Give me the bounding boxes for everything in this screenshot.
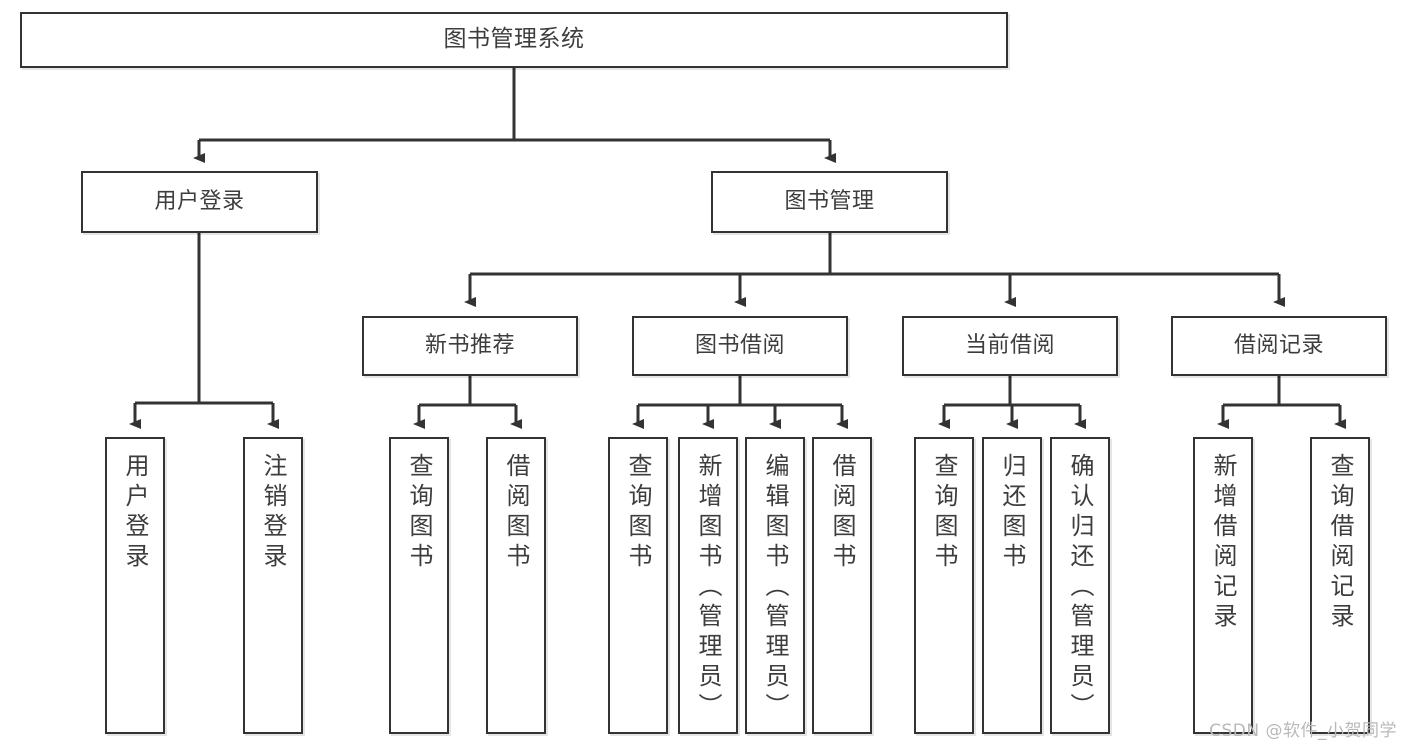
node-leaf-add-record[interactable]: 新增借阅记录 (1193, 437, 1253, 734)
node-new-book-rec[interactable]: 新书推荐 (362, 316, 578, 376)
node-label: 图书管理系统 (443, 26, 585, 53)
node-leaf-query-book-3[interactable]: 查询图书 (914, 437, 974, 734)
node-label: 借阅图书 (502, 453, 530, 573)
node-leaf-logout[interactable]: 注销登录 (243, 437, 303, 734)
node-leaf-add-book[interactable]: 新增图书（管理员） (678, 437, 738, 734)
node-leaf-query-record[interactable]: 查询借阅记录 (1310, 437, 1370, 734)
node-label: 图书管理 (784, 189, 875, 215)
node-leaf-return-book[interactable]: 归还图书 (982, 437, 1042, 734)
node-root[interactable]: 图书管理系统 (20, 12, 1008, 68)
node-leaf-borrow-book-2[interactable]: 借阅图书 (812, 437, 872, 734)
node-label: 用户登录 (154, 189, 245, 215)
node-book-manage[interactable]: 图书管理 (711, 171, 948, 233)
node-label: 确认归还（管理员） (1066, 453, 1094, 723)
node-label: 编辑图书（管理员） (761, 453, 789, 723)
node-leaf-query-book-2[interactable]: 查询图书 (608, 437, 668, 734)
node-label: 当前借阅 (964, 333, 1055, 359)
node-leaf-user-login[interactable]: 用户登录 (105, 437, 165, 734)
node-user-login[interactable]: 用户登录 (81, 171, 318, 233)
csdn-watermark: CSDN @软件_小贺同学 (1209, 721, 1397, 741)
node-book-borrow[interactable]: 图书借阅 (632, 316, 848, 376)
node-label: 新书推荐 (424, 333, 515, 359)
node-label: 查询图书 (405, 453, 433, 573)
node-label: 用户登录 (121, 453, 149, 573)
node-label: 图书借阅 (694, 333, 785, 359)
node-label: 借阅记录 (1233, 333, 1324, 359)
node-borrow-record[interactable]: 借阅记录 (1171, 316, 1387, 376)
node-label: 借阅图书 (828, 453, 856, 573)
node-label: 查询图书 (624, 453, 652, 573)
node-leaf-edit-book[interactable]: 编辑图书（管理员） (745, 437, 805, 734)
node-label: 归还图书 (998, 453, 1026, 573)
node-leaf-borrow-book-1[interactable]: 借阅图书 (486, 437, 546, 734)
node-label: 新增借阅记录 (1209, 453, 1237, 633)
node-leaf-confirm-return[interactable]: 确认归还（管理员） (1050, 437, 1110, 734)
node-label: 注销登录 (259, 453, 287, 573)
node-label: 查询图书 (930, 453, 958, 573)
node-current-borrow[interactable]: 当前借阅 (902, 316, 1118, 376)
node-leaf-query-book-1[interactable]: 查询图书 (389, 437, 449, 734)
node-label: 新增图书（管理员） (694, 453, 722, 723)
node-label: 查询借阅记录 (1326, 453, 1354, 633)
